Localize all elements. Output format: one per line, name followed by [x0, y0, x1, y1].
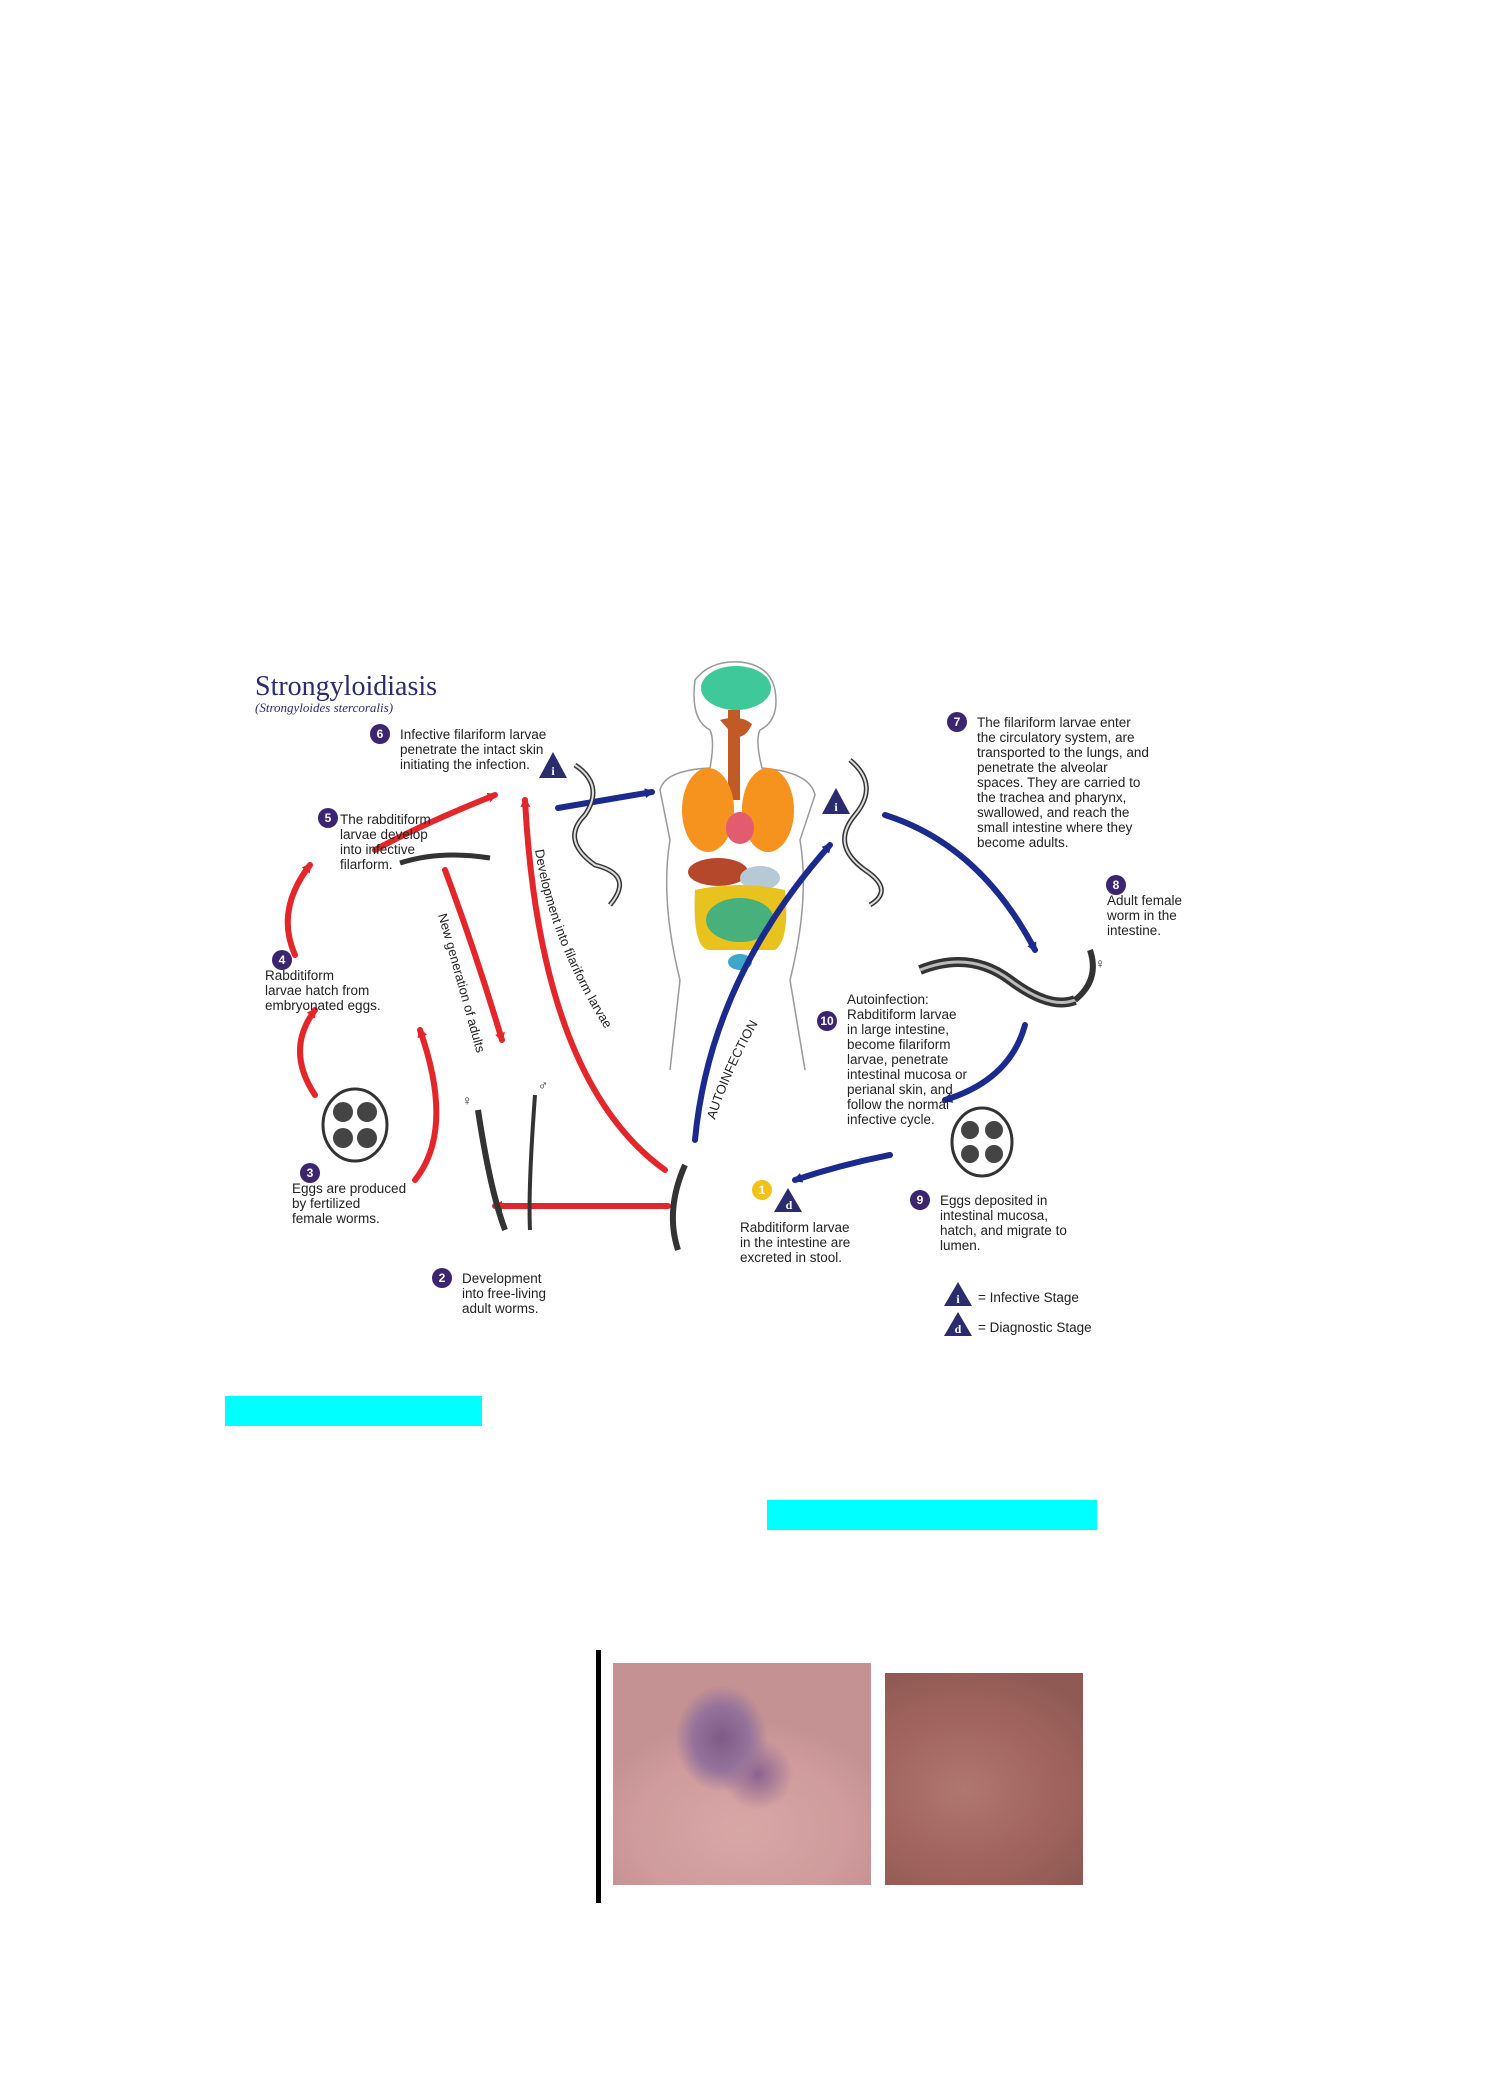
- diagram-subtitle: (Strongyloides stercoralis): [255, 700, 393, 715]
- step-number: 9: [917, 1193, 924, 1207]
- svg-text:i: i: [956, 1292, 960, 1306]
- infective-stage-marker-7: i: [822, 788, 850, 814]
- legend-infective-stage: = Infective Stage: [978, 1290, 1079, 1305]
- step-number: 6: [377, 727, 384, 741]
- male-symbol: ♂: [538, 1078, 548, 1093]
- infective-stage-marker-6: i: [539, 752, 567, 778]
- step-badge: [272, 950, 292, 970]
- step-badge: [300, 1163, 320, 1183]
- step-badge: [318, 808, 338, 828]
- step-badge: [910, 1190, 930, 1210]
- diagnostic-stage-marker-1: d: [774, 1188, 802, 1212]
- step-number: 3: [307, 1166, 314, 1180]
- diagnostic-stage-icon: [944, 1312, 972, 1336]
- diagram-title: Strongyloidiasis: [255, 671, 437, 702]
- step-number: 1: [759, 1183, 766, 1197]
- step-badge: [370, 724, 390, 744]
- step-number: 8: [1113, 878, 1120, 892]
- step-badge: [752, 1180, 772, 1200]
- step-badge: [817, 1011, 837, 1031]
- legend-diagnostic-stage: = Diagnostic Stage: [978, 1320, 1092, 1335]
- stage-legend: i = Infective Stage d = Diagnostic Stage: [944, 1282, 1092, 1336]
- svg-text:d: d: [955, 1322, 962, 1336]
- highlight-bar-right: [767, 1500, 1097, 1530]
- embryonated-egg-left: [321, 1087, 389, 1163]
- step-badge: [947, 712, 967, 732]
- larvae-illustrations: [399, 758, 1096, 1251]
- photo-divider-line: [596, 1650, 601, 1903]
- strongyloidiasis-life-cycle-diagram: Strongyloidiasis (Strongyloides stercora…: [255, 661, 1182, 1336]
- free-living-cycle-arrows: [284, 792, 671, 1211]
- step-number: 2: [439, 1271, 446, 1285]
- infective-stage-icon: [944, 1282, 972, 1306]
- female-symbol-adult: ♀: [1095, 956, 1105, 971]
- foot-lesion-photo: [613, 1663, 871, 1885]
- svg-text:i: i: [834, 800, 838, 814]
- human-body-illustration: [659, 661, 816, 1071]
- step-badge: [1106, 875, 1126, 895]
- svg-text:d: d: [786, 1198, 793, 1212]
- label-new-generation-of-adults: New generation of adults: [435, 912, 488, 1055]
- highlight-bar-left: [225, 1396, 482, 1426]
- embryonated-egg-right: [950, 1106, 1014, 1178]
- parasitic-cycle-arrows: [555, 788, 1038, 1183]
- step-number: 5: [325, 811, 332, 825]
- step-number: 7: [954, 715, 961, 729]
- svg-text:i: i: [551, 764, 555, 778]
- label-autoinfection: AUTOINFECTION: [704, 1017, 761, 1121]
- step-number: 4: [279, 953, 286, 967]
- skin-rash-photo: [885, 1673, 1083, 1885]
- female-symbol: ♀: [462, 1093, 472, 1108]
- step-badge: [432, 1268, 452, 1288]
- step-number: 10: [820, 1014, 834, 1028]
